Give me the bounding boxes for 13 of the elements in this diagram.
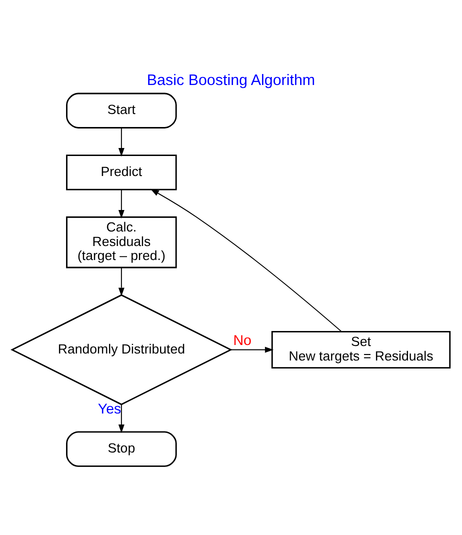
arrow [118,189,124,219]
node-box: Predict [66,154,177,190]
diagram-title: Basic Boosting Algorithm [146,72,316,89]
arrow [118,127,124,157]
node-box: Calc. Residuals (target – pred.) [66,216,177,268]
arrow [118,404,124,434]
node-box: Start [66,92,177,128]
arrow [150,188,342,332]
arrow [230,346,274,353]
node-box: Set New targets = Residuals [271,330,451,369]
arrow [118,267,124,296]
edge-label: No [233,332,252,349]
node-box: Stop [66,431,177,467]
